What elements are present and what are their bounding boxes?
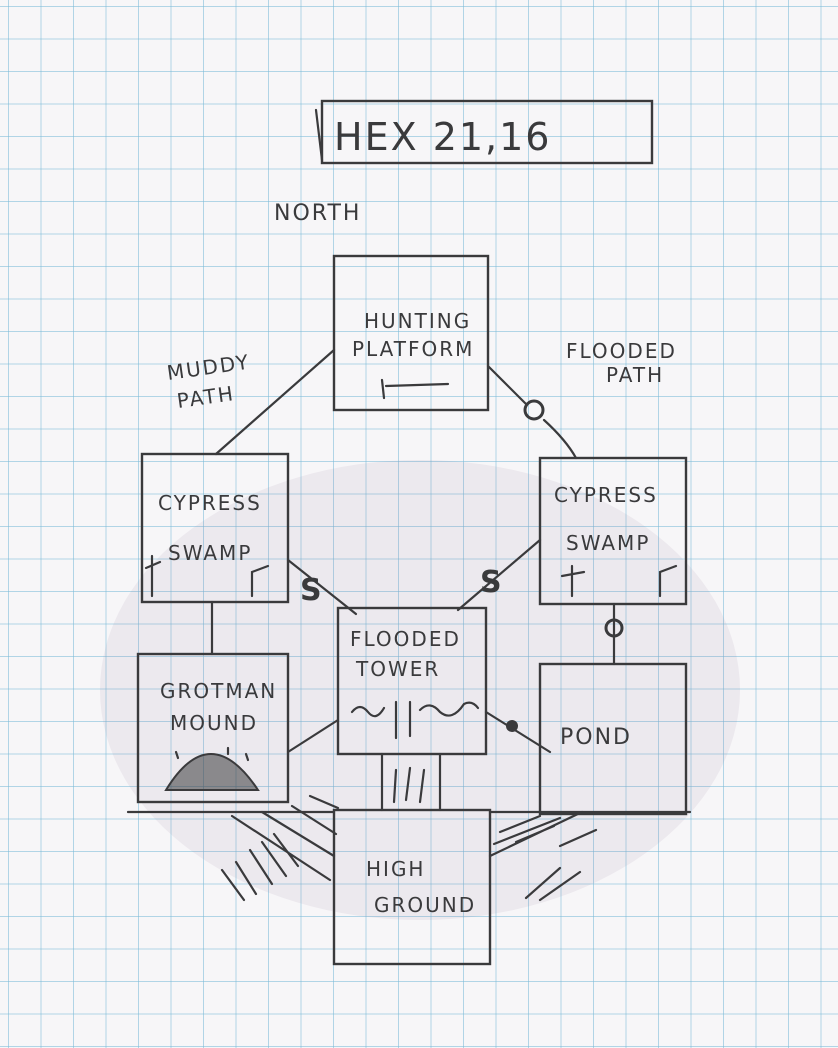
hatch-east xyxy=(488,810,598,902)
water-icon xyxy=(350,700,480,740)
flooded-tower-label-1: FLOODED xyxy=(350,627,461,651)
hex-title: HEX 21,16 xyxy=(334,115,551,159)
door-icon xyxy=(506,720,518,732)
muddy-path-label-1: MUDDY xyxy=(165,350,251,385)
secret-passage-east xyxy=(456,538,542,612)
room-cypress-swamp-west: CYPRESS SWAMP xyxy=(140,452,290,604)
pond-label: POND xyxy=(560,725,632,750)
door-icon xyxy=(523,399,545,421)
mound-marks xyxy=(174,746,250,762)
flooded-path-label-2: PATH xyxy=(606,363,664,387)
room-grotman-mound: GROTMAN MOUND xyxy=(136,652,290,804)
room-cypress-swamp-east: CYPRESS SWAMP xyxy=(538,456,688,606)
cypress-swamp-east-label-1: CYPRESS xyxy=(554,483,658,507)
smudge-shading xyxy=(100,460,740,920)
high-ground-label-1: HIGH xyxy=(366,857,425,881)
secret-passage-west xyxy=(286,558,358,616)
cypress-swamp-west-label-1: CYPRESS xyxy=(158,491,262,515)
hatch-west xyxy=(220,794,340,902)
cypress-swamp-west-label-2: SWAMP xyxy=(168,541,252,565)
tower-pond-line xyxy=(484,710,552,754)
slope-hatching xyxy=(220,794,598,902)
cypress-swamp-east-label-2: SWAMP xyxy=(566,531,650,555)
high-ground-label-2: GROUND xyxy=(374,893,476,917)
hunting-platform-label-2: PLATFORM xyxy=(352,337,474,361)
stairs-icon xyxy=(380,752,442,812)
mound-icon xyxy=(164,753,260,791)
secret-marker-east: S xyxy=(480,565,504,600)
platform-icon xyxy=(380,378,450,400)
muddy-path-label-2: PATH xyxy=(175,381,236,413)
hunting-platform-label-1: HUNTING xyxy=(364,309,471,333)
tree-icon xyxy=(560,564,678,598)
mound-tower-line xyxy=(286,718,340,754)
flooded-tower-label-2: TOWER xyxy=(355,657,440,681)
flooded-path-label-1: FLOODED xyxy=(566,339,677,363)
tree-icon xyxy=(144,554,270,598)
connections: S S xyxy=(210,348,624,812)
north-label: NORTH xyxy=(274,201,361,226)
secret-marker-west: S xyxy=(300,573,324,608)
grotman-mound-label-2: MOUND xyxy=(170,711,258,735)
room-hunting-platform: HUNTING PLATFORM xyxy=(332,254,490,412)
door-icon xyxy=(604,618,624,638)
grotman-mound-label-1: GROTMAN xyxy=(160,679,277,703)
flooded-path-line xyxy=(486,364,578,460)
title-box: HEX 21,16 xyxy=(314,99,654,165)
muddy-path-line xyxy=(214,348,336,456)
room-high-ground: HIGH GROUND xyxy=(332,808,492,966)
room-flooded-tower: FLOODED TOWER xyxy=(336,606,488,756)
